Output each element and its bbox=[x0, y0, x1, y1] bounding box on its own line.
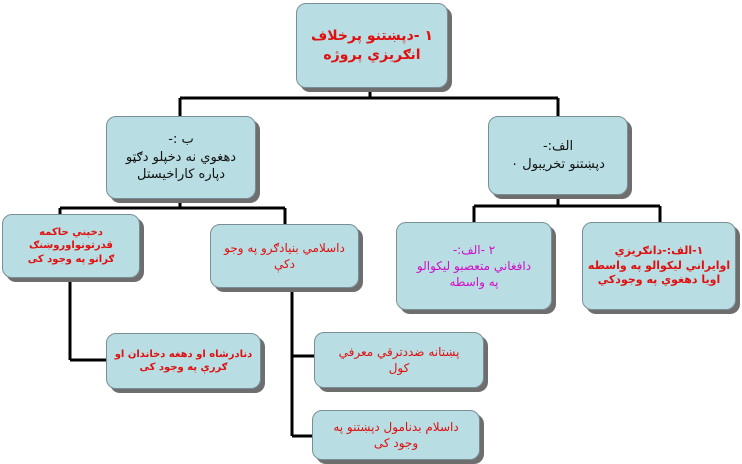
sub-left-line1: دنادرشاه او دهغه دخاندان او bbox=[114, 348, 253, 360]
b-child-left-node: دخپني حاکمه قدرتونواوروښنګ ګرانو په وجود… bbox=[2, 214, 140, 278]
sub-mid-2-line2: وجود کی bbox=[373, 436, 419, 450]
alef-2-line2: دافغاني متعصبو لیکوالو bbox=[416, 258, 532, 273]
branch-b-line1: ب :- bbox=[168, 132, 194, 148]
branch-alef-line1: الف:- bbox=[542, 138, 574, 154]
b-child-left-line2: ګرانو په وجود کی bbox=[27, 253, 115, 265]
root-node: ۱ -دپښتنو پرخلاف انګریزي پروژه bbox=[296, 3, 448, 88]
sub-mid-1-line1: پښتانه ضددترقي معرفي bbox=[338, 344, 460, 359]
alef-2-line3: په واسطه bbox=[449, 275, 499, 290]
alef-1-line2: اوایراني لیکوالو په واسطه bbox=[587, 258, 731, 272]
alef-1-node: ۱-الف:-دانګریزي اوایراني لیکوالو په واسط… bbox=[582, 222, 736, 310]
sub-mid-1-node: پښتانه ضددترقي معرفي کول bbox=[314, 332, 484, 388]
b-child-left-line1: دخپني حاکمه قدرتونواوروښنګ bbox=[29, 226, 113, 252]
branch-b-line3: دپاره کاراخیستل bbox=[137, 167, 225, 183]
root-line1: ۱ -دپښتنو پرخلاف bbox=[311, 27, 433, 44]
branch-alef-line2: دپښتنو تخریبول ۰ bbox=[511, 156, 605, 172]
sub-mid-2-line1: داسلام بدنامول دپښتنو په bbox=[333, 419, 459, 434]
alef-2-line1: ۲ -الف:- bbox=[452, 242, 496, 257]
sub-mid-1-line2: کول bbox=[388, 361, 410, 375]
sub-left-node: دنادرشاه او دهغه دخاندان او ګررې په وجود… bbox=[106, 333, 261, 389]
b-child-right-line1: داسلامي بنیادګرو په وجو bbox=[224, 240, 345, 255]
branch-alef-node: الف:- دپښتنو تخریبول ۰ bbox=[488, 116, 628, 195]
sub-left-line2: ګررې په وجود کی bbox=[139, 362, 228, 373]
alef-1-line3: اویا دهغوي په وجودکي bbox=[597, 273, 721, 287]
alef-1-line1: ۱-الف:-دانګریزي bbox=[614, 243, 704, 257]
sub-mid-2-node: داسلام بدنامول دپښتنو په وجود کی bbox=[312, 410, 480, 460]
branch-b-node: ب :- دهغوي نه دخپلو دګټو دپاره کاراخیستل bbox=[106, 116, 256, 199]
root-line2: انګریزي پروژه bbox=[323, 46, 421, 63]
b-child-right-line2: دکې bbox=[273, 257, 296, 271]
b-child-right-node: داسلامي بنیادګرو په وجو دکې bbox=[210, 224, 359, 288]
alef-2-node: ۲ -الف:- دافغاني متعصبو لیکوالو په واسطه bbox=[396, 222, 552, 310]
branch-b-line2: دهغوي نه دخپلو دګټو bbox=[125, 149, 237, 165]
